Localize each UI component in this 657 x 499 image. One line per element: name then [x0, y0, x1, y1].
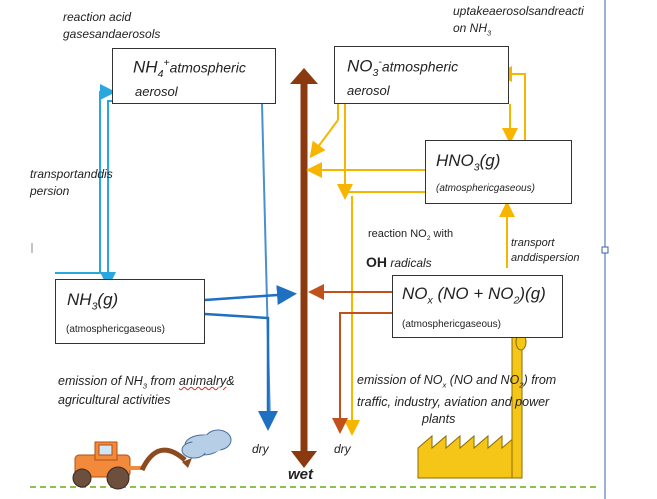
reaction-no2-label: reaction NO2 with	[368, 228, 454, 243]
tractor-icon	[72, 441, 142, 490]
dry-left-label: dry	[252, 442, 269, 456]
transport-dispersion-label: transport anddispersion	[511, 237, 580, 264]
wet-arrow-top	[290, 68, 318, 84]
transport-label: transportanddis persion	[30, 167, 113, 198]
nh3-subtitle: (atmosphericgaseous)	[66, 324, 165, 335]
emission-nh3-label: emission of NH3 from animalry& agricultu…	[58, 374, 235, 407]
no3-to-wet-arrow	[309, 119, 339, 159]
margin-handle	[601, 246, 609, 254]
nh4-subtitle: aerosol	[135, 84, 178, 99]
wet-arrow-bottom	[291, 451, 317, 468]
uptake-label: uptakeaerosolsandreacti on NH3	[453, 4, 584, 38]
hno3-subtitle: (atmosphericgaseous)	[436, 183, 535, 194]
nox-subtitle: (atmosphericgaseous)	[402, 319, 501, 330]
transport-loop-arrow	[55, 84, 116, 274]
no3-subtitle: aerosol	[347, 83, 390, 98]
transport-return-arrow	[100, 100, 116, 288]
emission-nox-label: emission of NOx (NO and NO2) from traffi…	[357, 373, 557, 426]
manure-spray-icon	[139, 447, 192, 472]
nox-title: NOx (NO + NO2)(g)	[402, 284, 546, 307]
nh3-dry-arrow	[204, 312, 278, 431]
dry-right-label: dry	[334, 442, 351, 456]
nh3-wet-arrow	[204, 285, 297, 306]
nh4-aerosol-box: NH4+atmospheric aerosol	[112, 48, 276, 104]
reaction-acid-label: reaction acid gasesandaerosols	[63, 10, 161, 41]
oh-radicals-label: OH radicals	[366, 254, 432, 270]
nh3-box: NH3(g) (atmosphericgaseous)	[55, 279, 205, 344]
nh4-title: NH4+atmospheric	[133, 57, 246, 81]
cloud-icon	[181, 429, 232, 459]
nh3-title: NH3(g)	[67, 290, 119, 313]
wet-label: wet	[288, 466, 314, 483]
nox-box: NOx (NO + NO2)(g) (atmosphericgaseous)	[392, 275, 563, 338]
hno3-box: HNO3(g) (atmosphericgaseous)	[425, 140, 572, 204]
nox-dry-arrow	[332, 312, 392, 434]
no3-title: NO3-atmospheric	[347, 56, 459, 80]
no3-to-hno3-line	[509, 73, 526, 140]
hno3-title: HNO3(g)	[436, 151, 501, 174]
no3-aerosol-box: NO3-atmospheric aerosol	[334, 46, 509, 104]
